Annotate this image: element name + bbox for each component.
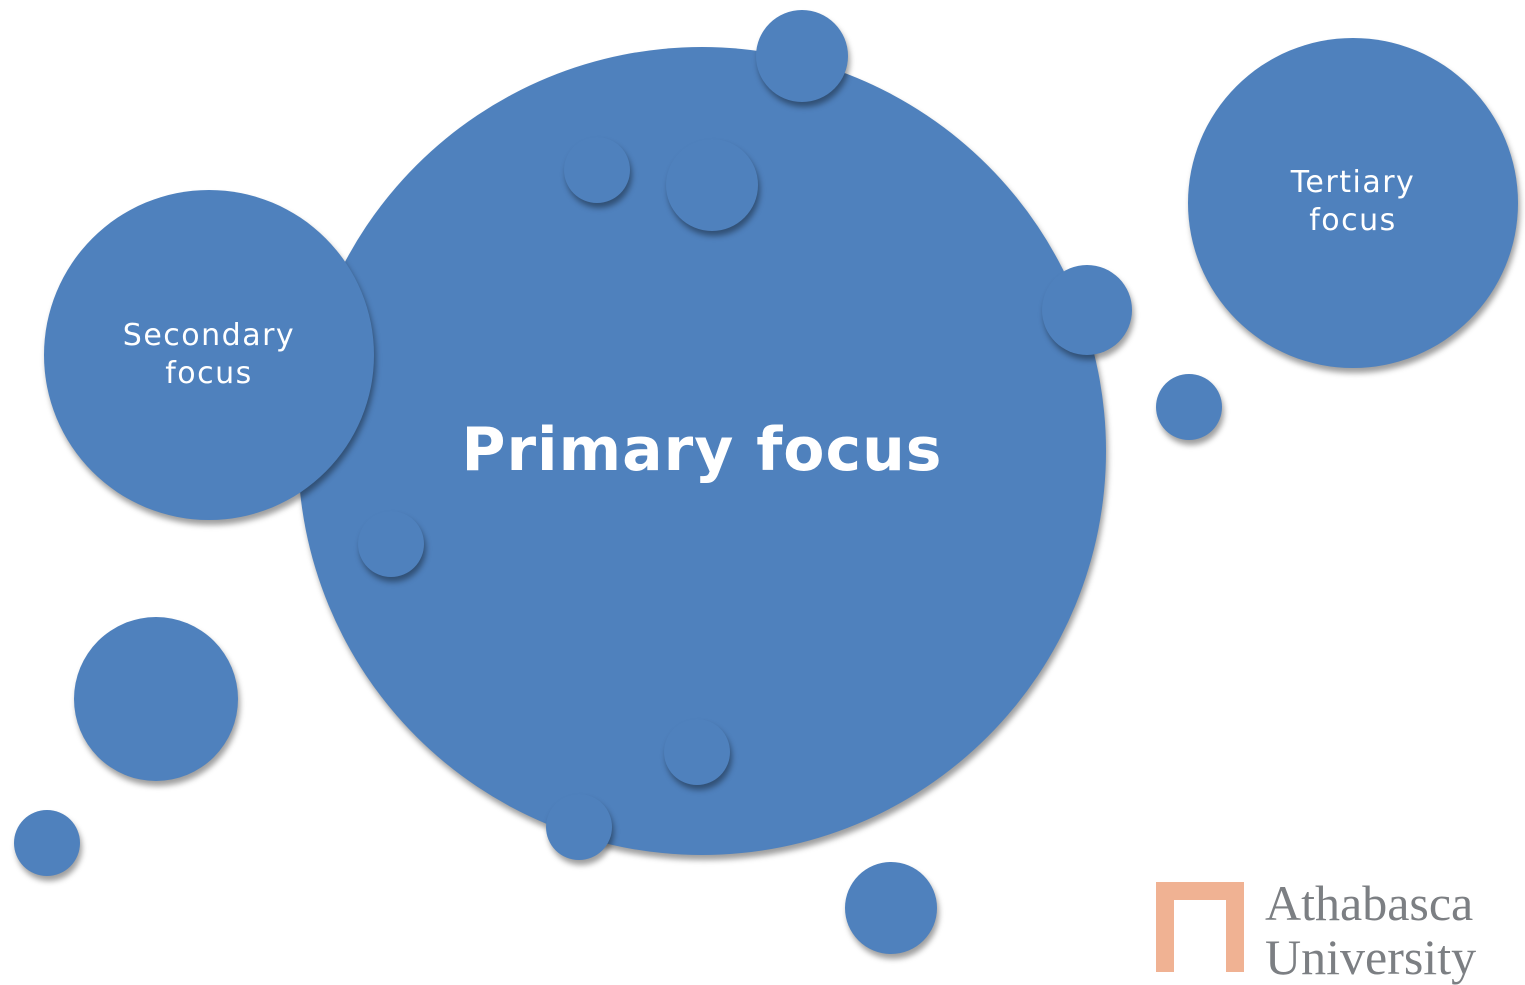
athabasca-logo-mark	[1156, 882, 1244, 972]
decorative-bubble	[845, 862, 937, 954]
decorative-bubble	[666, 139, 758, 231]
decorative-bubble	[664, 719, 730, 785]
tertiary-focus-bubble	[1188, 38, 1518, 368]
decorative-bubble	[74, 617, 238, 781]
decorative-bubble	[564, 137, 630, 203]
primary-focus-label: Primary focus	[298, 405, 1106, 495]
decorative-bubble	[14, 810, 80, 876]
tertiary-focus-label: Tertiary focus	[1188, 160, 1518, 244]
secondary-focus-label: Secondary focus	[44, 313, 374, 397]
tertiary-focus-line1: Tertiary	[1290, 165, 1416, 200]
decorative-bubble	[358, 511, 424, 577]
secondary-focus-bubble	[44, 190, 374, 520]
decorative-bubble	[1042, 265, 1132, 355]
decorative-bubble	[546, 794, 612, 860]
secondary-focus-line1: Secondary	[122, 318, 296, 353]
athabasca-logo-text: Athabasca University	[1265, 876, 1476, 984]
logo-line-2: University	[1265, 929, 1477, 985]
tertiary-focus-line2: focus	[1309, 203, 1397, 238]
secondary-focus-line2: focus	[165, 356, 253, 391]
logo-line-1: Athabasca	[1265, 875, 1474, 931]
decorative-bubble	[756, 10, 848, 102]
decorative-bubble	[1156, 374, 1222, 440]
primary-focus-text: Primary focus	[461, 415, 943, 485]
